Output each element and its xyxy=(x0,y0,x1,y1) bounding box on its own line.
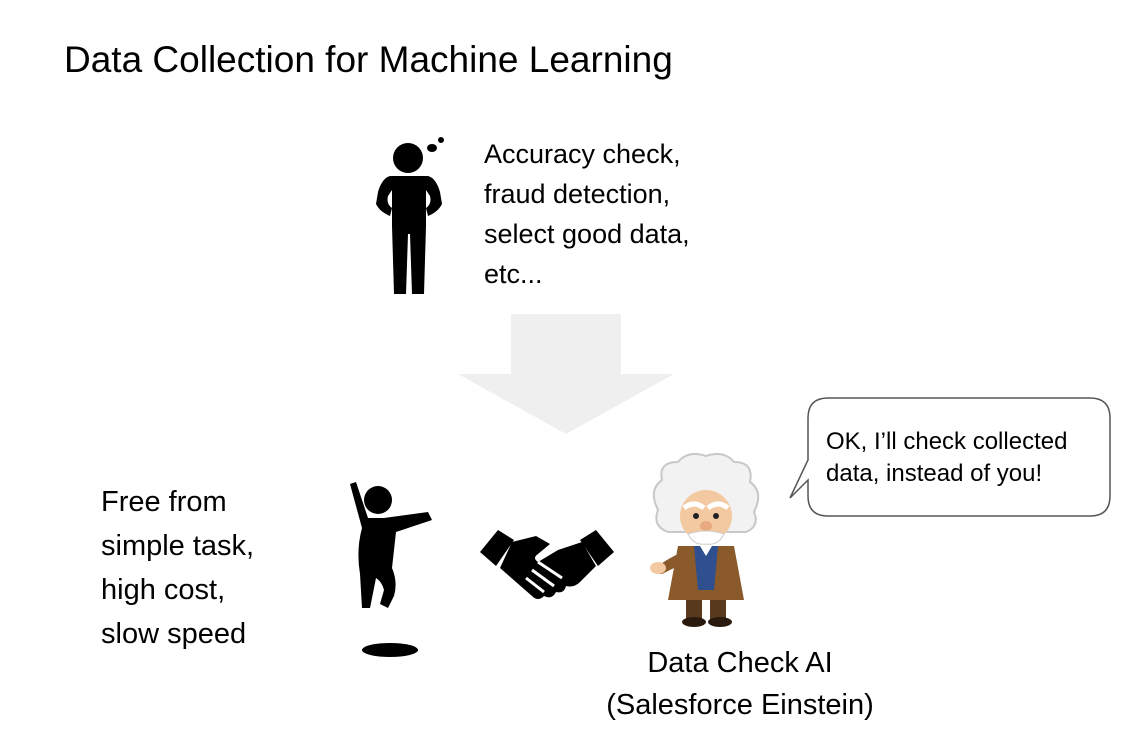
freedom-line: slow speed xyxy=(101,618,247,650)
down-arrow-icon xyxy=(456,314,676,436)
handshake-icon xyxy=(478,526,616,604)
jumping-person-icon xyxy=(340,478,440,660)
task-line: Accuracy check, xyxy=(484,139,681,169)
thinking-person-icon xyxy=(370,134,450,299)
freedom-description: Free from simple task, high cost, slow s… xyxy=(101,480,254,656)
speech-bubble-text: OK, I’ll check collected data, instead o… xyxy=(826,426,1067,490)
freedom-line: Free from xyxy=(101,486,227,518)
einstein-mascot-icon xyxy=(648,450,764,628)
ai-label-name: Data Check AI xyxy=(647,647,833,679)
ai-label-product: (Salesforce Einstein) xyxy=(606,689,874,721)
freedom-line: high cost, xyxy=(101,574,226,606)
task-line: fraud detection, xyxy=(484,179,671,209)
task-description: Accuracy check, fraud detection, select … xyxy=(484,134,690,294)
task-line: etc... xyxy=(484,259,543,289)
bubble-line: OK, I’ll check collected xyxy=(826,428,1068,455)
speech-bubble xyxy=(784,394,1114,520)
task-line: select good data, xyxy=(484,219,690,249)
freedom-line: simple task, xyxy=(101,530,255,562)
bubble-line: data, instead of you! xyxy=(826,460,1043,487)
page-title: Data Collection for Machine Learning xyxy=(64,39,673,80)
ai-label: Data Check AI (Salesforce Einstein) xyxy=(580,642,900,726)
